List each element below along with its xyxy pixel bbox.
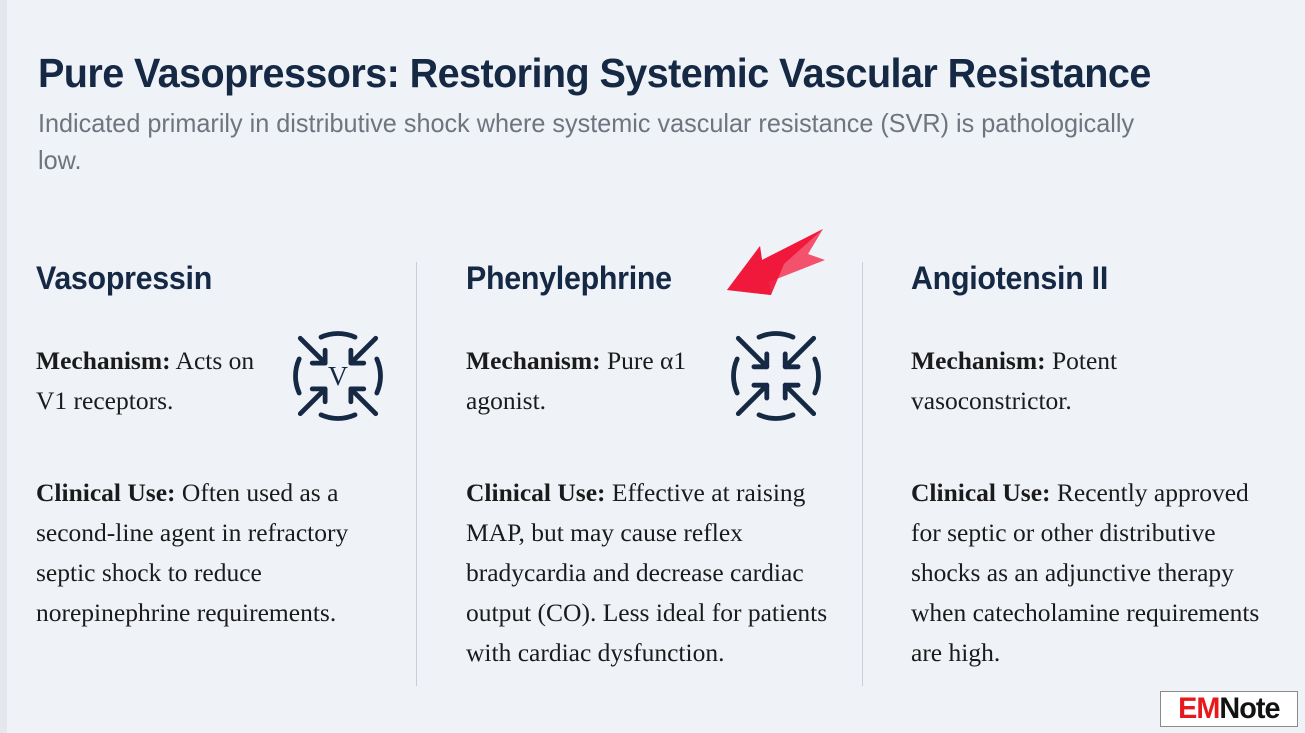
mechanism-text: Mechanism: Acts on V1 receptors. <box>36 341 288 421</box>
clinical-use-label: Clinical Use: <box>466 478 606 508</box>
clinical-use-body: Often used as a second-line agent in ref… <box>36 478 349 628</box>
drug-name-phenylephrine: Phenylephrine <box>466 260 672 296</box>
logo-em-text: EM <box>1178 692 1220 725</box>
clinical-use-label: Clinical Use: <box>911 478 1051 508</box>
mechanism-body: Acts on V1 receptors. <box>36 346 255 416</box>
left-edge-strip <box>0 0 7 733</box>
column-divider-1 <box>416 262 417 686</box>
mechanism-label: Mechanism: <box>911 346 1046 375</box>
clinical-use-text: Clinical Use: Effective at raising MAP, … <box>466 473 848 673</box>
drug-name-vasopressin: Vasopressin <box>36 260 212 296</box>
red-pointer-arrow <box>722 226 830 298</box>
mechanism-block: Mechanism: Potent vasoconstrictor. <box>911 341 1271 421</box>
vasoconstriction-icon: V <box>292 330 384 422</box>
slide-header: Pure Vasopressors: Restoring Systemic Va… <box>38 50 1268 179</box>
mechanism-text: Mechanism: Pure α1 agonist. <box>466 341 728 421</box>
clinical-use-body: Recently approved for septic or other di… <box>911 478 1260 668</box>
mechanism-body: Potent vasoconstrictor. <box>911 346 1118 416</box>
clinical-use-body: Effective at raising MAP, but may cause … <box>466 478 828 668</box>
column-divider-2 <box>862 262 863 686</box>
drug-column-angiotensin-ii: Angiotensin II Mechanism: Potent vasocon… <box>911 262 1271 673</box>
emnote-logo-text: EMNote <box>1178 692 1281 725</box>
page-subtitle: Indicated primarily in distributive shoc… <box>38 108 1135 175</box>
clinical-use-text: Clinical Use: Often used as a second-lin… <box>36 473 386 633</box>
icon-letter: V <box>328 360 348 391</box>
clinical-use-label: Clinical Use: <box>36 478 176 508</box>
drug-column-vasopressin: Vasopressin Mechanism: Acts on V1 recept… <box>36 262 398 633</box>
mechanism-text: Mechanism: Potent vasoconstrictor. <box>911 341 1176 421</box>
mechanism-label: Mechanism: <box>36 346 171 375</box>
drug-column-phenylephrine: Phenylephrine Mechanism: Pure α1 agonist… <box>466 262 846 673</box>
mechanism-label: Mechanism: <box>466 346 601 375</box>
mechanism-body: Pure α1 agonist. <box>466 346 687 416</box>
drug-name-angiotensin-ii: Angiotensin II <box>911 260 1108 296</box>
emnote-logo: EMNote <box>1160 691 1298 727</box>
mechanism-block: Mechanism: Acts on V1 receptors. <box>36 341 398 421</box>
clinical-use-text: Clinical Use: Recently approved for sept… <box>911 473 1266 673</box>
vasoconstriction-icon <box>730 330 822 422</box>
drug-columns: Vasopressin Mechanism: Acts on V1 recept… <box>0 262 1305 687</box>
mechanism-block: Mechanism: Pure α1 agonist. <box>466 341 846 421</box>
page-title: Pure Vasopressors: Restoring Systemic Va… <box>38 50 1151 96</box>
logo-note-text: Note <box>1219 692 1281 725</box>
